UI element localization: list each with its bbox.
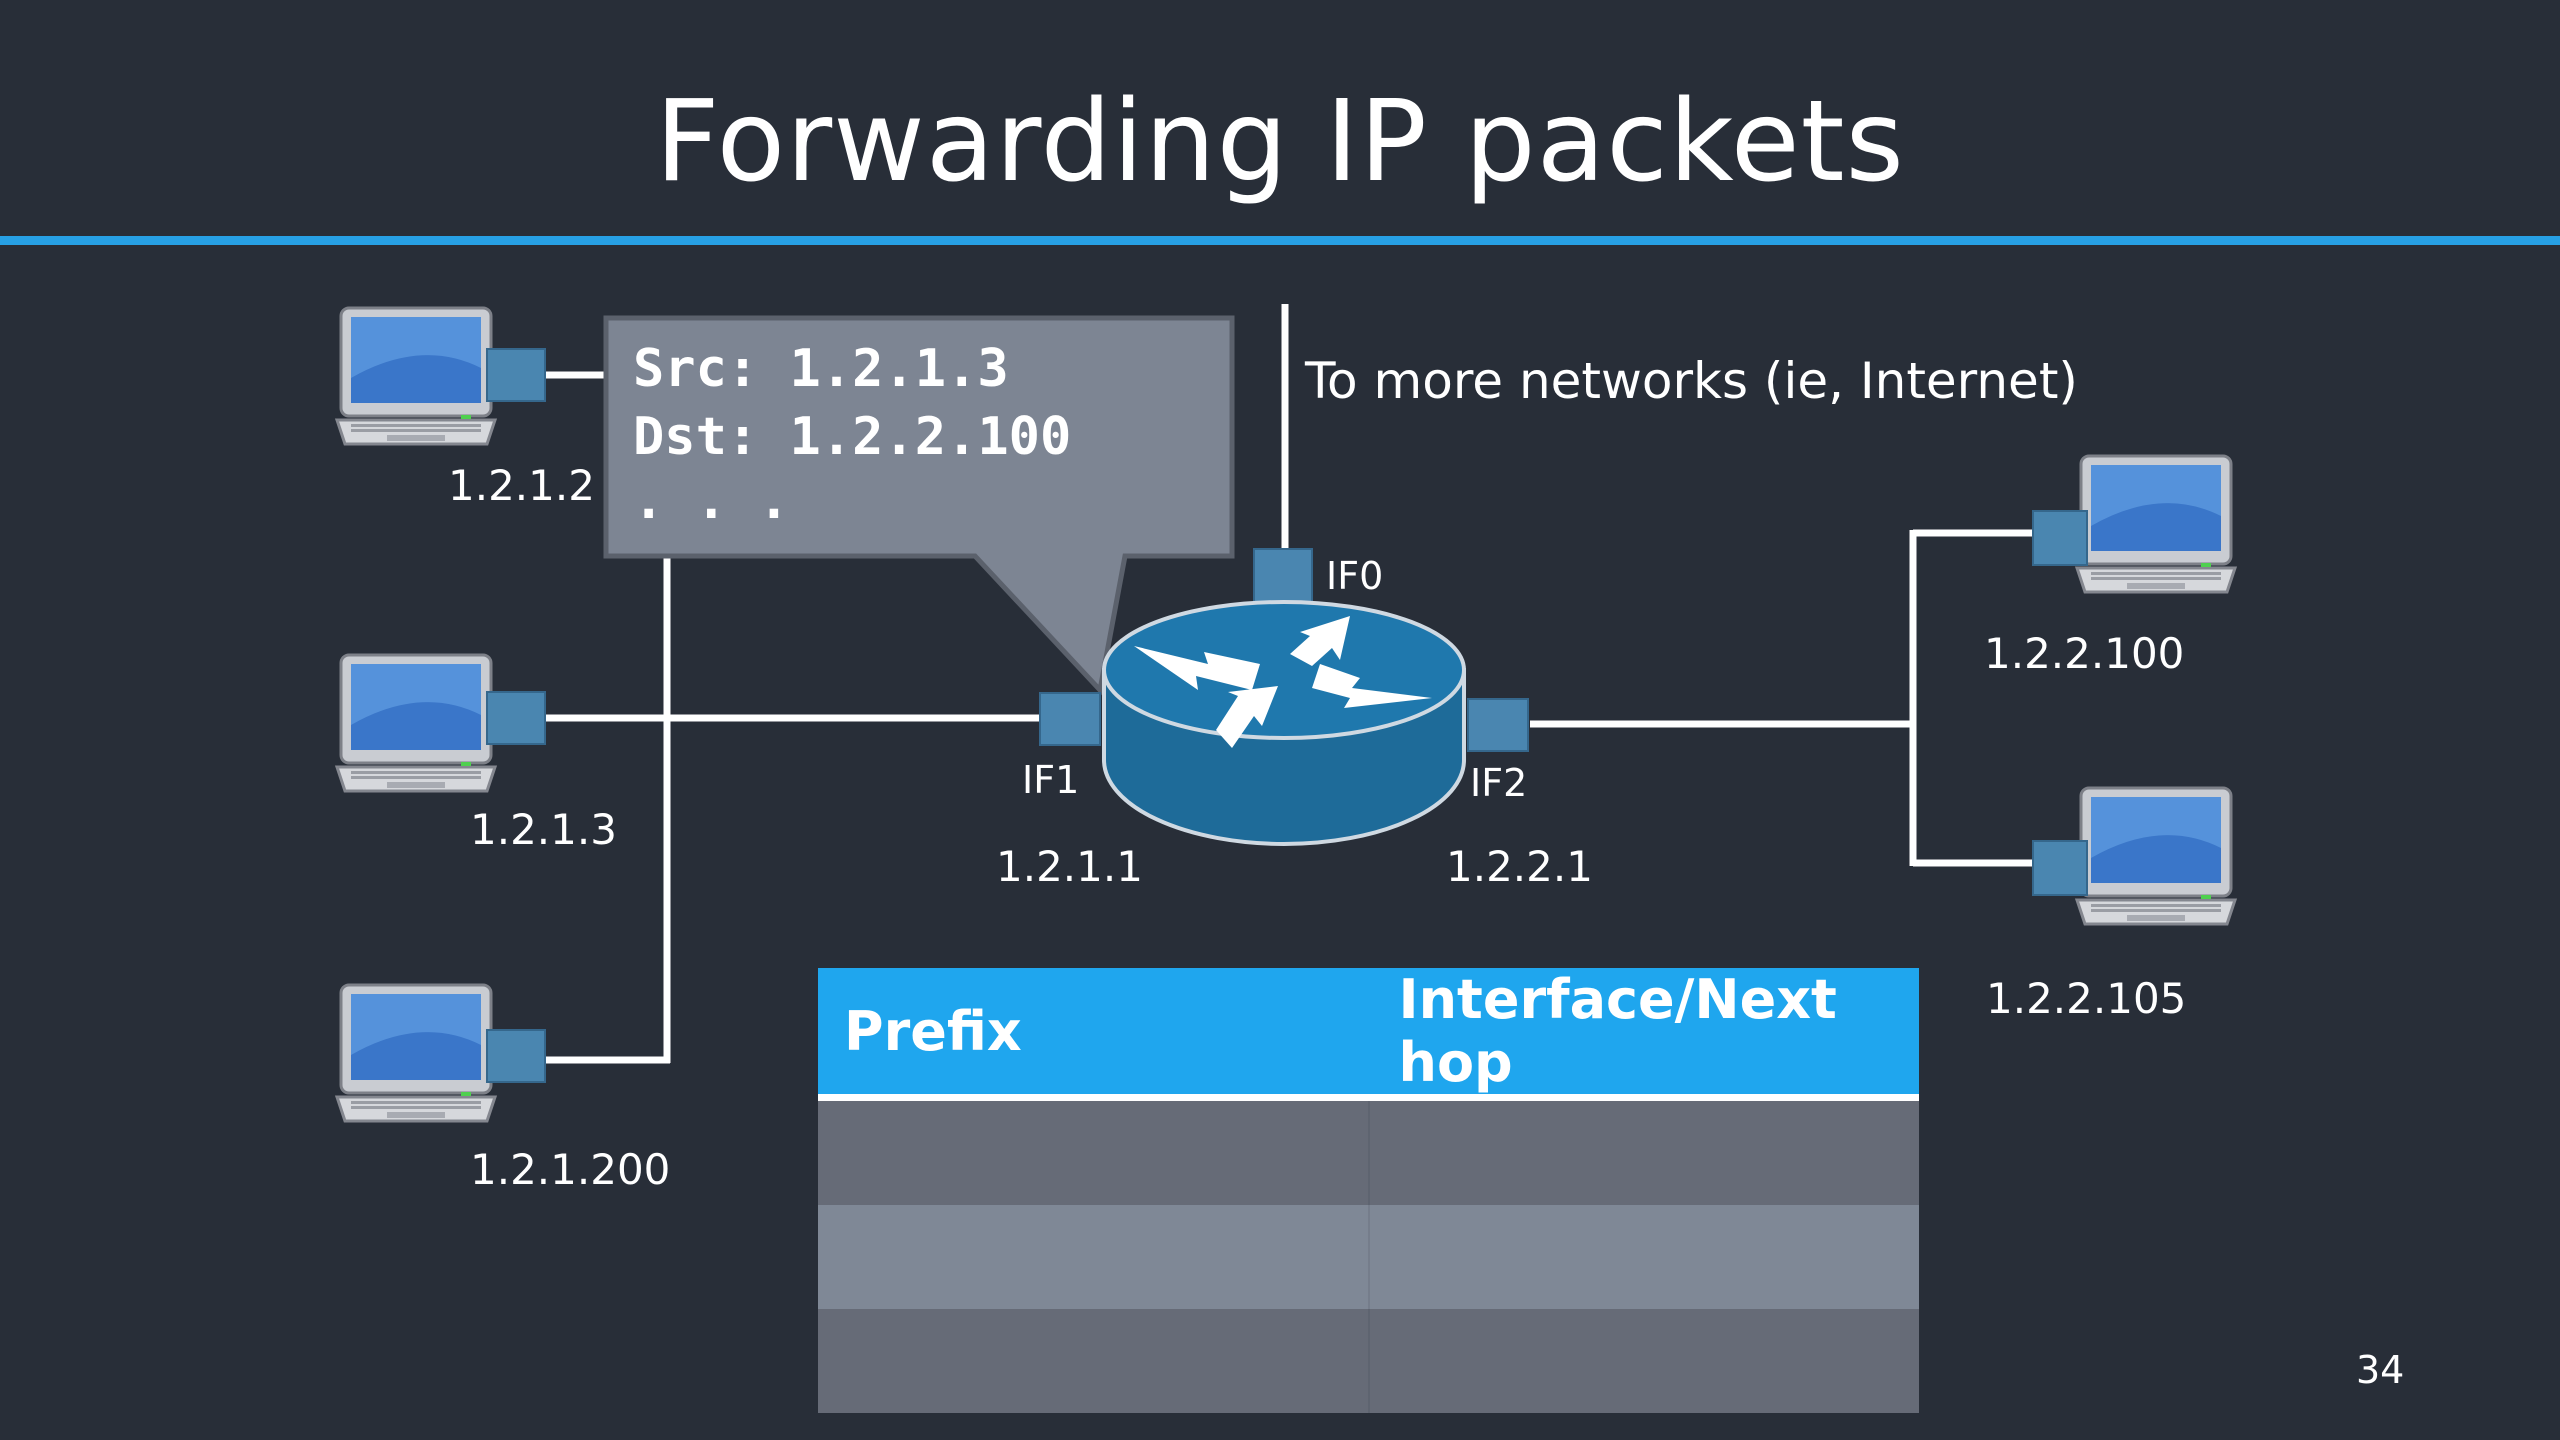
column-header-prefix: Prefix bbox=[818, 968, 1369, 1101]
uplink-label: To more networks (ie, Internet) bbox=[1304, 352, 2078, 410]
port-icon bbox=[486, 691, 546, 745]
packet-dst-line: Dst: 1.2.2.100 bbox=[633, 407, 1071, 467]
laptop-icon bbox=[2075, 786, 2237, 926]
if1-label: IF1 bbox=[1022, 758, 1079, 802]
host-address: 1.2.2.105 bbox=[1986, 974, 2186, 1023]
port-if0-icon bbox=[1253, 548, 1313, 604]
table-cell-interface bbox=[1368, 1309, 1919, 1413]
if2-label: IF2 bbox=[1470, 761, 1527, 805]
if2-address: 1.2.2.1 bbox=[1446, 842, 1593, 891]
host-1-2-1-200: 1.2.1.200 bbox=[335, 983, 670, 1194]
forwarding-table: Prefix Interface/Next hop bbox=[818, 968, 1919, 1413]
host-address: 1.2.1.3 bbox=[470, 805, 617, 854]
table-cell-prefix bbox=[818, 1205, 1370, 1309]
slide-title: Forwarding IP packets bbox=[655, 77, 1905, 207]
host-address: 1.2.2.100 bbox=[1984, 629, 2184, 678]
router: IF0 IF1 IF2 1.2.1.1 1.2.2.1 bbox=[996, 548, 1593, 891]
port-icon bbox=[2032, 840, 2088, 896]
port-icon bbox=[2032, 510, 2088, 566]
packet-callout: Src: 1.2.1.3 Dst: 1.2.2.100 . . . bbox=[603, 315, 1235, 696]
host-1-2-2-100: 1.2.2.100 bbox=[1984, 454, 2237, 678]
table-row bbox=[818, 1205, 1919, 1309]
table-row bbox=[818, 1309, 1919, 1413]
port-icon bbox=[486, 348, 546, 402]
if0-label: IF0 bbox=[1326, 554, 1383, 598]
host-1-2-1-2: 1.2.1.2 bbox=[335, 306, 595, 510]
host-1-2-1-3: 1.2.1.3 bbox=[335, 653, 617, 854]
table-header-row: Prefix Interface/Next hop bbox=[818, 968, 1919, 1101]
port-if1-icon bbox=[1039, 692, 1101, 746]
table-cell-prefix bbox=[818, 1309, 1370, 1413]
table-cell-interface bbox=[1368, 1205, 1919, 1309]
host-address: 1.2.1.200 bbox=[470, 1145, 670, 1194]
port-icon bbox=[486, 1029, 546, 1083]
table-cell-prefix bbox=[818, 1097, 1370, 1205]
column-header-interface: Interface/Next hop bbox=[1368, 968, 1919, 1101]
title-underline bbox=[0, 236, 2560, 245]
if1-address: 1.2.1.1 bbox=[996, 842, 1143, 891]
wires bbox=[545, 304, 2035, 1064]
packet-src-line: Src: 1.2.1.3 bbox=[633, 339, 1009, 399]
packet-more-line: . . . bbox=[633, 471, 790, 531]
laptop-icon bbox=[335, 306, 497, 446]
page-number: 34 bbox=[2356, 1348, 2405, 1392]
host-address: 1.2.1.2 bbox=[448, 461, 595, 510]
port-if2-icon bbox=[1467, 698, 1529, 752]
router-icon bbox=[1102, 600, 1466, 846]
table-row bbox=[818, 1097, 1919, 1205]
table-cell-interface bbox=[1368, 1097, 1919, 1205]
laptop-icon bbox=[335, 653, 497, 793]
laptop-icon bbox=[335, 983, 497, 1123]
laptop-icon bbox=[2075, 454, 2237, 594]
host-1-2-2-105: 1.2.2.105 bbox=[1986, 786, 2237, 1023]
